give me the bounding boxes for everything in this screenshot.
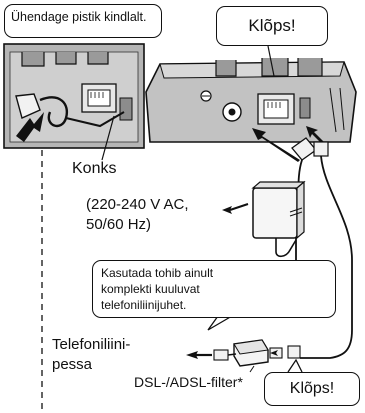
dsl-filter-label: DSL-/ADSL-filter* <box>134 374 243 390</box>
adaptor-arrow <box>222 204 246 214</box>
cord-notice-tail <box>207 315 233 331</box>
adaptor-spec-line-1: (220-240 V AC, <box>86 196 189 213</box>
click-bottom-text: Klõps! <box>289 380 335 397</box>
click-top-text: Klõps! <box>248 16 296 35</box>
dsl-filter <box>213 339 301 367</box>
cord-notice-callout: Kasutada tohib ainult komplekti kuuluvat… <box>92 260 336 318</box>
cord-notice-line-1: Kasutada tohib ainult <box>101 266 214 280</box>
hook-leader-line <box>101 115 115 161</box>
filter-leader <box>249 365 255 373</box>
click-top-leader <box>267 45 275 77</box>
adaptor-arrow-shaft <box>229 203 249 211</box>
wall-arrow <box>186 351 212 359</box>
click-bottom-callout: Klõps! <box>264 372 360 406</box>
plug-firmly-text: Ühendage pistik kindlalt. <box>11 10 147 24</box>
line-plug-top <box>300 141 353 359</box>
cord-notice-line-3: telefoniliinijuhet. <box>101 298 187 312</box>
wall-jack-line-1: Telefoniliini- <box>52 336 131 353</box>
cord-notice-line-2: komplekti kuuluvat <box>101 282 200 296</box>
arrow-dc-insert <box>252 128 300 162</box>
wall-jack-line-2: pessa <box>52 356 93 373</box>
hook-label: Konks <box>72 160 117 177</box>
plug-firmly-callout: Ühendage pistik kindlalt. <box>4 4 162 38</box>
click-top-callout: Klõps! <box>216 6 328 46</box>
base-unit-rear <box>145 58 357 143</box>
base-unit-closeup <box>3 43 145 149</box>
click-bottom-tail <box>287 358 303 373</box>
filter-arrow <box>270 350 286 356</box>
ac-adaptor <box>251 180 306 258</box>
adaptor-spec-line-2: 50/60 Hz) <box>86 216 152 233</box>
